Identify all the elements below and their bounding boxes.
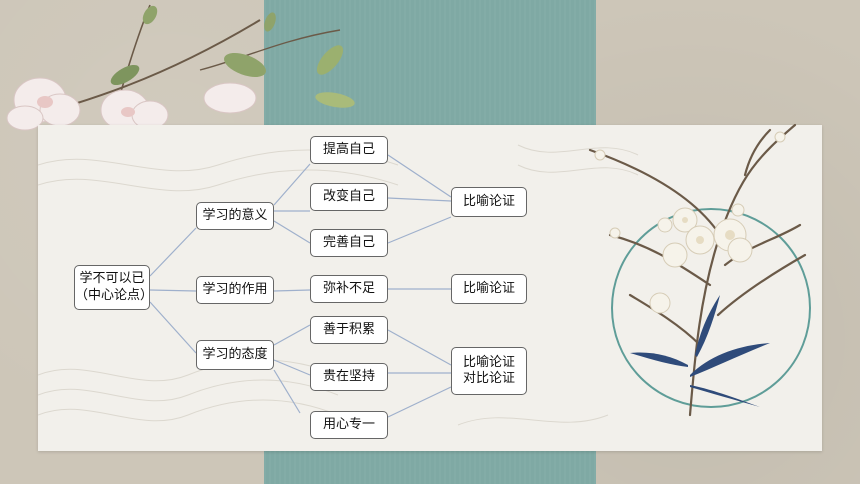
leaf-node-perfect-self[interactable]: 完善自己 bbox=[310, 229, 388, 257]
method-node-analogy-contrast[interactable]: 比喻论证 对比论证 bbox=[451, 347, 527, 395]
connector-lines bbox=[149, 154, 452, 418]
leaf-node-persevere[interactable]: 贵在坚持 bbox=[310, 363, 388, 391]
method-label-analogy: 比喻论证 bbox=[462, 354, 515, 370]
branch-node-attitude[interactable]: 学习的态度 bbox=[196, 340, 274, 370]
leaf-node-concentrate[interactable]: 用心专一 bbox=[310, 411, 388, 439]
plum-blossom-icon bbox=[588, 123, 807, 417]
central-thesis-text: 学不可以已 bbox=[79, 271, 145, 287]
leaf-node-make-up-deficiency[interactable]: 弥补不足 bbox=[310, 275, 388, 303]
branch-node-role[interactable]: 学习的作用 bbox=[196, 276, 274, 304]
magnolia-branch-icon bbox=[6, 4, 355, 131]
method-node-analogy-2[interactable]: 比喻论证 bbox=[451, 274, 527, 304]
wave-texture bbox=[38, 144, 639, 426]
central-thesis-node[interactable]: 学不可以已 （中心论点） bbox=[74, 265, 154, 310]
method-label-contrast: 对比论证 bbox=[462, 371, 515, 386]
decorative-circle bbox=[611, 208, 811, 408]
branch-node-meaning[interactable]: 学习的意义 bbox=[196, 202, 274, 230]
leaf-node-improve-self[interactable]: 提高自己 bbox=[310, 136, 388, 164]
leaf-node-change-self[interactable]: 改变自己 bbox=[310, 183, 388, 211]
bamboo-leaf-icon bbox=[630, 295, 770, 407]
leaf-node-accumulate[interactable]: 善于积累 bbox=[310, 316, 388, 344]
central-thesis-subtitle: （中心论点） bbox=[75, 287, 154, 303]
method-node-analogy-1[interactable]: 比喻论证 bbox=[451, 187, 527, 217]
